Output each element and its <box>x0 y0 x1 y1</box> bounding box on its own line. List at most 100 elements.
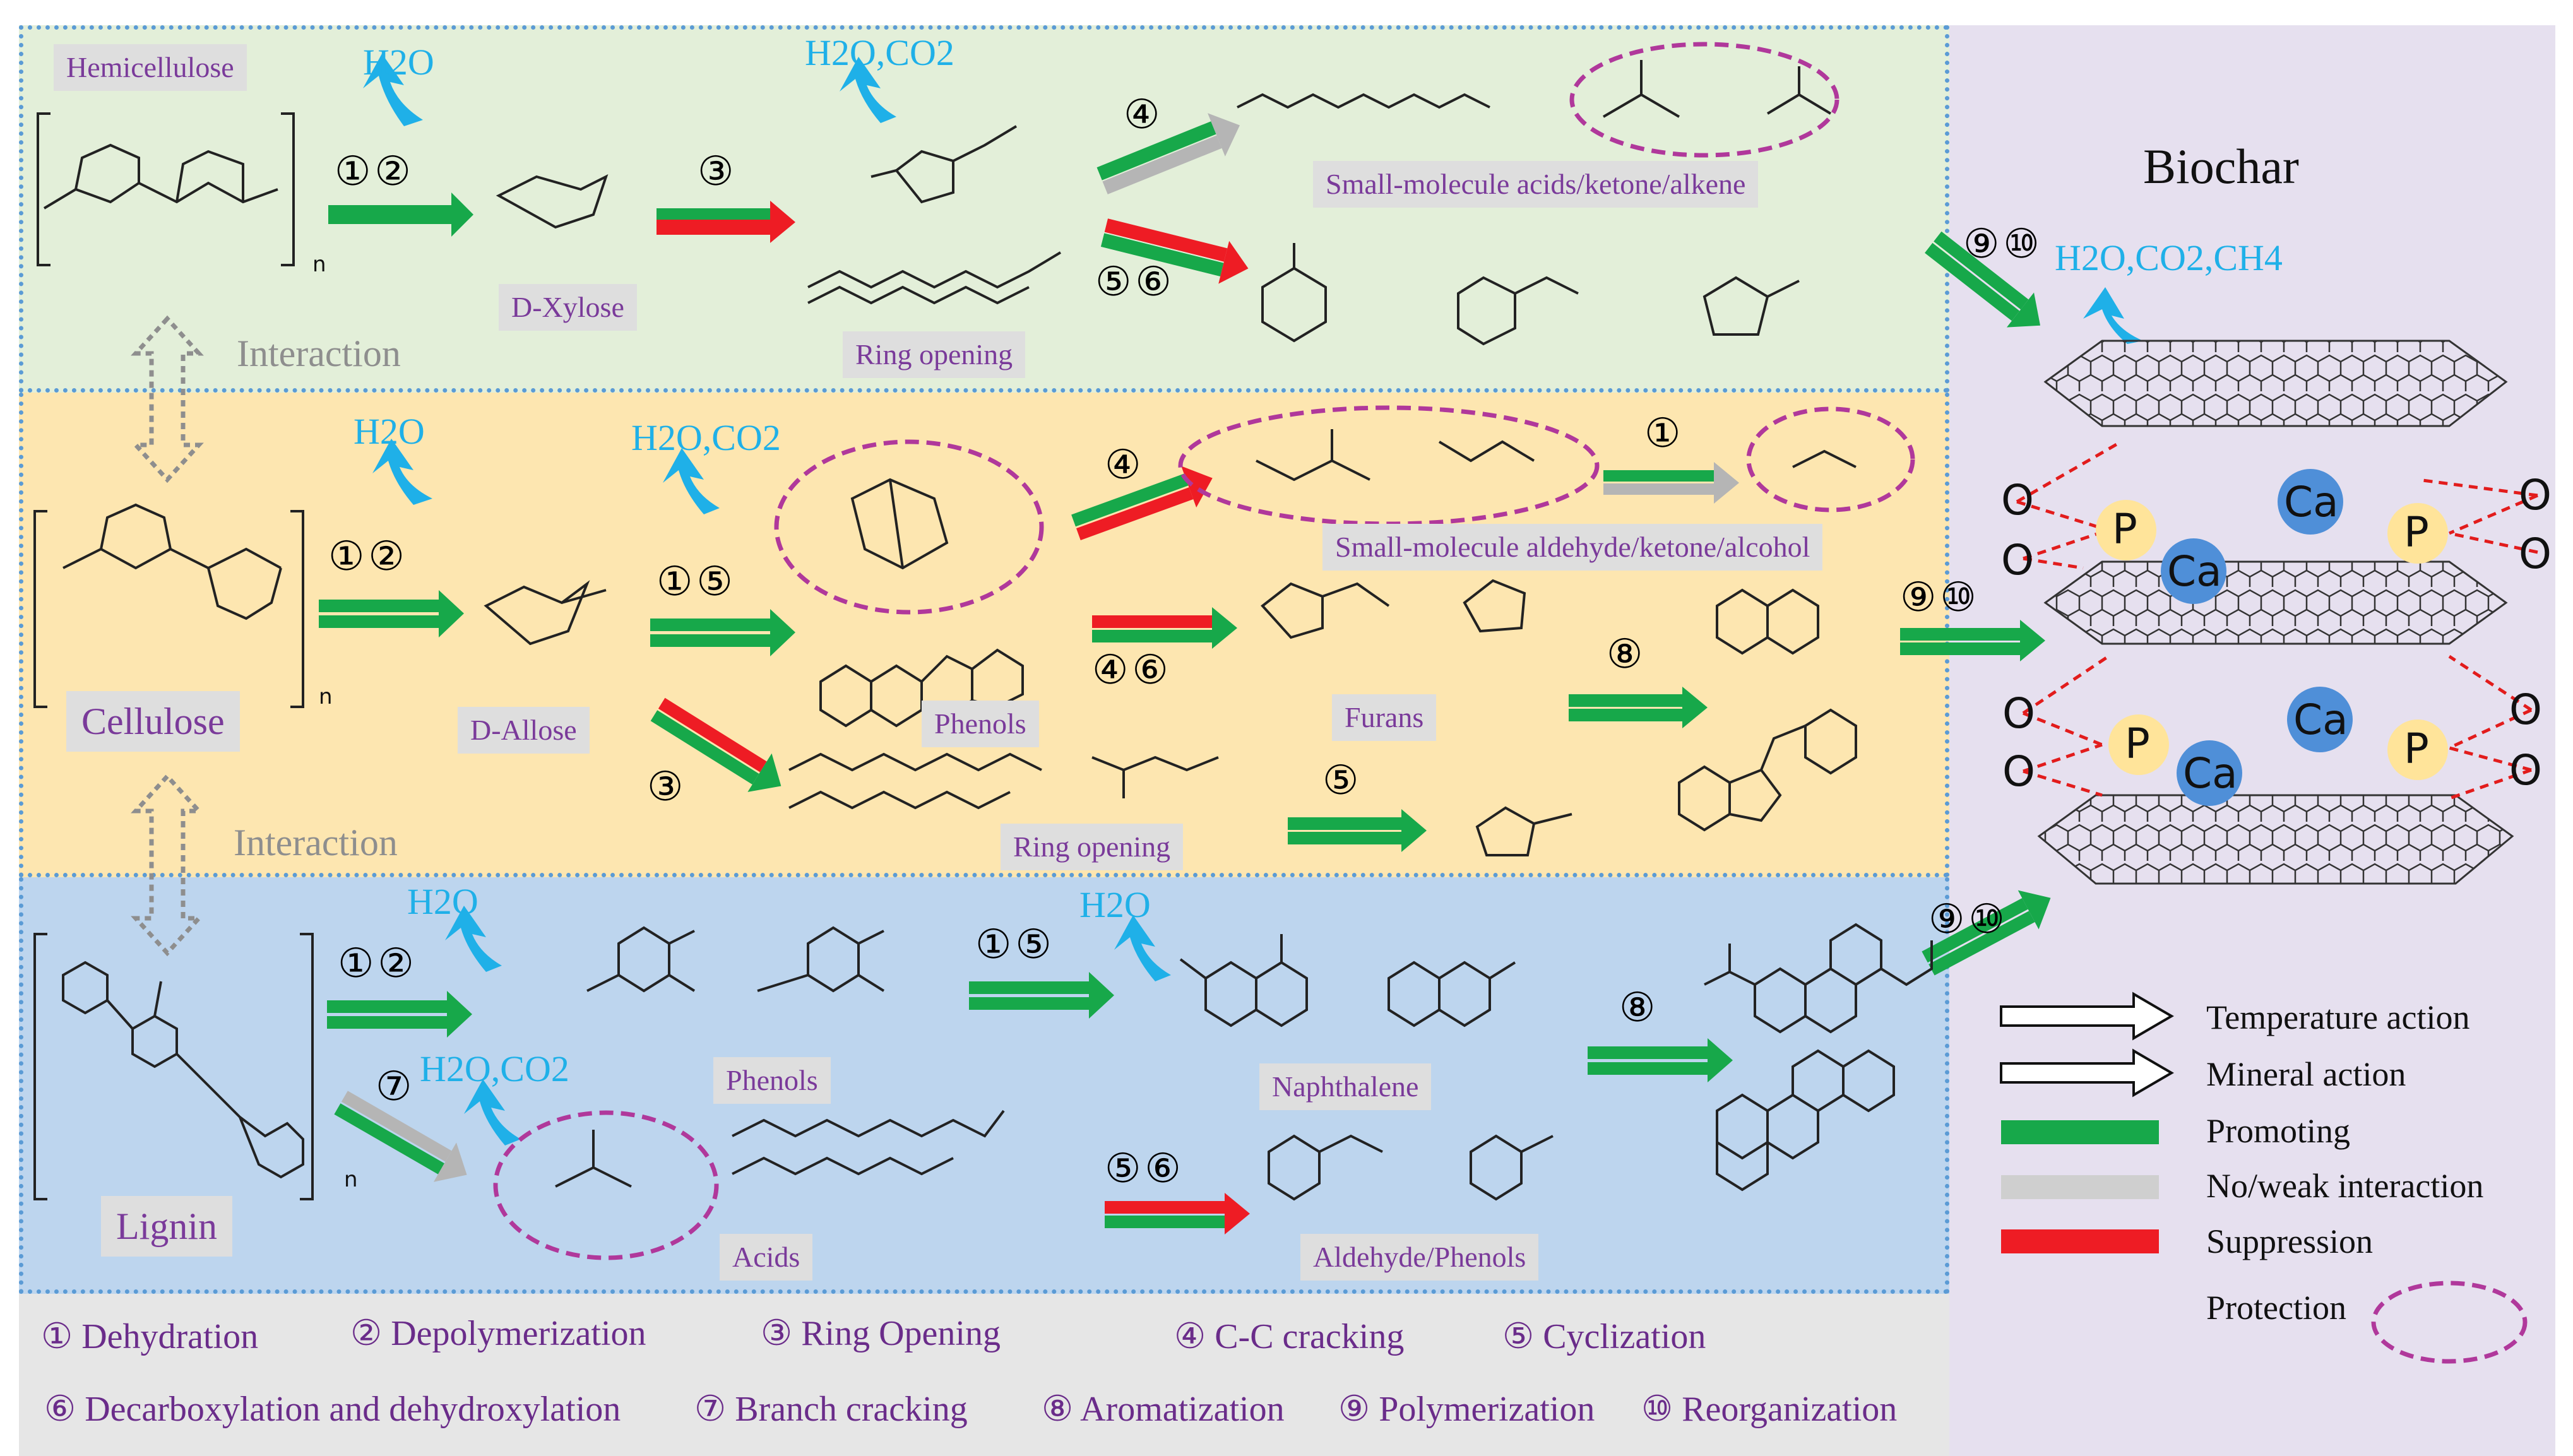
acids-label: Acids <box>720 1234 813 1281</box>
element-o-4: O <box>2519 530 2552 578</box>
step-branch-cracking: ⑦ Branch cracking <box>694 1390 968 1429</box>
arrow-lig-15 <box>969 972 1114 1019</box>
arrow-cell-8 <box>1569 687 1708 728</box>
cyan-release-arrows <box>363 54 2143 1145</box>
step-depolymerization: ② Depolymerization <box>350 1314 646 1353</box>
biochar-title: Biochar <box>2143 139 2299 194</box>
element-p-3: P <box>2125 719 2150 768</box>
graphene-sheet-top <box>2043 340 2508 427</box>
lig-phenols-label: Phenols <box>713 1057 831 1104</box>
arrow-cell-46 <box>1092 607 1237 649</box>
cell-steps-1: ① <box>1644 410 1685 457</box>
element-p-1: P <box>2112 505 2137 553</box>
legend-protection: Protection <box>2206 1289 2346 1327</box>
arrow-cell-4 <box>1071 466 1213 540</box>
arrow-cell-3 <box>650 697 781 792</box>
svg-text:n: n <box>344 1167 358 1192</box>
hemi-steps-12: ①② <box>335 148 415 195</box>
element-o-7: O <box>2509 685 2542 734</box>
interaction-arrow-lower <box>131 772 204 957</box>
step-polymerization: ⑨ Polymerization <box>1338 1390 1595 1429</box>
step-aromatization: ⑧ Aromatization <box>1042 1390 1285 1429</box>
step-cyclization: ⑤ Cyclization <box>1502 1317 1706 1356</box>
cell-water-2: H2O,CO2 <box>631 417 781 458</box>
arrow-lig-12 <box>327 991 472 1038</box>
cell-steps-3: ③ <box>647 764 687 810</box>
svg-text:n: n <box>319 684 333 709</box>
interaction-label-upper: Interaction <box>237 333 401 374</box>
svg-text:n: n <box>312 252 326 277</box>
legend-suppression: Suppression <box>2206 1222 2374 1260</box>
lignin-label: Lignin <box>101 1196 232 1257</box>
lig-steps-56: ⑤⑥ <box>1105 1145 1185 1192</box>
interaction-arrow-upper <box>131 315 204 483</box>
cell-steps-8: ⑧ <box>1607 631 1647 678</box>
furans-label: Furans <box>1332 694 1437 741</box>
aldehyde-phenols-label: Aldehyde/Phenols <box>1300 1234 1539 1281</box>
protection-ellipses <box>493 42 2528 1364</box>
legend-temperature: Temperature action <box>2206 998 2470 1036</box>
element-ca-1: Ca <box>2284 478 2339 526</box>
hemi-water-1: H2O <box>363 42 434 83</box>
hemi-steps-3: ③ <box>698 148 738 195</box>
element-ca-2: Ca <box>2167 547 2222 596</box>
small-molecule-aldehyde-label: Small-molecule aldehyde/ketone/alcohol <box>1322 524 1823 571</box>
biochar-gases: H2O,CO2,CH4 <box>2055 237 2283 278</box>
hemicellulose-label: Hemicellulose <box>54 44 247 91</box>
d-xylose-label: D-Xylose <box>499 284 637 331</box>
hemi-steps-4: ④ <box>1124 92 1164 138</box>
structure-sketches <box>33 60 1933 1201</box>
step-cc-cracking: ④ C-C cracking <box>1174 1317 1405 1356</box>
arrow-cell-5 <box>1288 809 1427 852</box>
lig-steps-910: ⑨⑩ <box>1928 896 2009 943</box>
cellulose-label: Cellulose <box>66 691 240 752</box>
element-p-2: P <box>2404 508 2429 557</box>
graphene-sheet-middle <box>2043 560 2508 645</box>
red-bonds <box>2016 440 2538 800</box>
d-allose-label: D-Allose <box>458 707 590 754</box>
structure-sub-labels: n n n <box>312 252 358 1192</box>
lig-water-3: H2O,CO2 <box>420 1048 569 1089</box>
lig-water-1: H2O <box>407 881 478 922</box>
arrow-hemi-910 <box>1925 231 2041 328</box>
legend-shapes <box>2000 991 2174 1253</box>
element-p-4: P <box>2404 725 2429 773</box>
arrow-lig-8 <box>1588 1038 1733 1082</box>
cell-steps-5: ⑤ <box>1322 757 1363 804</box>
arrow-lig-7 <box>334 1091 467 1182</box>
step-decarboxylation: ⑥ Decarboxylation and dehydroxylation <box>44 1390 621 1429</box>
element-o-8: O <box>2509 746 2542 795</box>
graphene-sheet-bottom <box>2037 794 2514 885</box>
cell-water-1: H2O <box>354 411 425 452</box>
biochar-steps-910: ⑨⑩ <box>1963 221 2043 268</box>
element-ca-3: Ca <box>2293 695 2348 744</box>
element-o-1: O <box>2001 476 2034 524</box>
arrow-cell-12 <box>319 590 464 637</box>
legend-no-weak: No/weak interaction <box>2206 1167 2484 1205</box>
cell-steps-46: ④⑥ <box>1092 647 1172 694</box>
lig-steps-12: ①② <box>338 940 418 987</box>
arrow-hemi-4 <box>1096 113 1240 194</box>
arrow-cell-910 <box>1900 620 2045 661</box>
step-reorganization: ⑩ Reorganization <box>1641 1390 1898 1429</box>
element-o-5: O <box>2002 689 2035 738</box>
lig-water-2: H2O <box>1079 884 1151 925</box>
arrow-lig-910 <box>1922 890 2051 976</box>
element-o-3: O <box>2519 471 2552 519</box>
cell-phenols-label: Phenols <box>922 701 1039 747</box>
element-ca-4: Ca <box>2183 749 2238 798</box>
small-molecule-acids-label: Small-molecule acids/ketone/alkene <box>1313 161 1759 208</box>
element-o-2: O <box>2001 536 2034 584</box>
cell-steps-4: ④ <box>1105 442 1145 488</box>
arrow-hemi-12 <box>328 192 473 237</box>
hemi-ring-opening-label: Ring opening <box>843 331 1026 378</box>
step-ring-opening: ③ Ring Opening <box>761 1314 1001 1353</box>
biochar-panel <box>1949 25 2555 1456</box>
interaction-label-lower: Interaction <box>234 822 398 863</box>
arrow-hemi-3 <box>657 201 795 243</box>
legend-mineral: Mineral action <box>2206 1055 2406 1093</box>
lignin-panel <box>19 877 1949 1294</box>
lig-steps-15: ①⑤ <box>975 921 1055 968</box>
arrow-hemi-56 <box>1100 218 1249 284</box>
